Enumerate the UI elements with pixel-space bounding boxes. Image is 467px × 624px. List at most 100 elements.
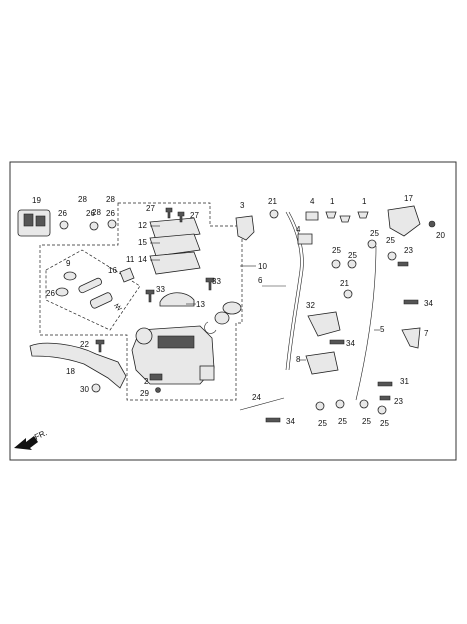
bolt-34-bottom bbox=[265, 417, 281, 423]
brake-lever-part bbox=[29, 342, 127, 389]
nut-30 bbox=[91, 383, 101, 393]
washer-25-c bbox=[367, 239, 377, 249]
bolt-23-lower bbox=[379, 395, 391, 401]
screw-28-left bbox=[59, 220, 69, 230]
front-direction-arrow bbox=[14, 436, 38, 450]
bolt-33-upper bbox=[205, 277, 215, 291]
callout-21: 21 bbox=[340, 279, 349, 288]
part-1-mid bbox=[339, 215, 351, 223]
bracket-part-17 bbox=[387, 205, 421, 237]
callout-33: 33 bbox=[212, 277, 221, 286]
part-1-left bbox=[325, 211, 337, 219]
washer-25-h bbox=[377, 405, 387, 415]
callout-2: 2 bbox=[144, 377, 149, 386]
callout-28: 28 bbox=[106, 195, 115, 204]
switch-housing-part bbox=[17, 209, 51, 237]
callout-14: 14 bbox=[138, 255, 147, 264]
washer-25-f bbox=[335, 399, 345, 409]
cable-6-outer bbox=[288, 211, 304, 371]
callout-25: 25 bbox=[338, 417, 347, 426]
callout-34: 34 bbox=[286, 417, 295, 426]
washer-25-g bbox=[359, 399, 369, 409]
callout-27: 27 bbox=[146, 204, 155, 213]
callout-15: 15 bbox=[138, 238, 147, 247]
part-21-upper bbox=[269, 209, 279, 219]
callout-4: 4 bbox=[296, 225, 301, 234]
callout-26: 26 bbox=[58, 209, 67, 218]
callout-1: 1 bbox=[362, 197, 367, 206]
callout-5: 5 bbox=[380, 325, 385, 334]
callout-25: 25 bbox=[332, 246, 341, 255]
callout-3: 3 bbox=[240, 201, 245, 210]
callout-6: 6 bbox=[258, 276, 263, 285]
pivot-bolt-22 bbox=[95, 339, 105, 353]
callout-28: 28 bbox=[78, 195, 87, 204]
callout-25: 25 bbox=[348, 251, 357, 260]
piston-kit-parts bbox=[55, 271, 123, 311]
callout-20: 20 bbox=[436, 231, 445, 240]
cable-6 bbox=[285, 211, 301, 371]
callout-34: 34 bbox=[424, 299, 433, 308]
cap-screw-27-right bbox=[177, 211, 185, 223]
callout-7: 7 bbox=[424, 329, 429, 338]
callout-9: 9 bbox=[66, 259, 71, 268]
callout-26: 26 bbox=[106, 209, 115, 218]
callout-10: 10 bbox=[258, 262, 267, 271]
callout-25: 25 bbox=[362, 417, 371, 426]
callout-4: 4 bbox=[310, 197, 315, 206]
boot-part-16 bbox=[119, 267, 135, 283]
cable-24 bbox=[239, 397, 285, 411]
callout-29: 29 bbox=[140, 389, 149, 398]
holder-clamp-part bbox=[159, 292, 195, 307]
screw-28-right bbox=[107, 219, 117, 229]
callout-25: 25 bbox=[386, 236, 395, 245]
screw-29 bbox=[155, 387, 161, 393]
part-8 bbox=[305, 351, 339, 375]
diaphragm-plate-part bbox=[149, 233, 201, 257]
callout-18: 18 bbox=[66, 367, 75, 376]
cable-5 bbox=[355, 245, 377, 401]
callout-19: 19 bbox=[32, 196, 41, 205]
part-1-right bbox=[357, 211, 369, 219]
part-21-lower bbox=[343, 289, 353, 299]
bolt-34-mid bbox=[329, 339, 345, 345]
callout-27: 27 bbox=[190, 211, 199, 220]
callout-25: 25 bbox=[370, 229, 379, 238]
washer-25-b bbox=[347, 259, 357, 269]
diaphragm-part bbox=[149, 251, 201, 275]
part-4-lower bbox=[297, 233, 313, 245]
part-20 bbox=[428, 220, 436, 228]
callout-1: 1 bbox=[330, 197, 335, 206]
callout-25: 25 bbox=[318, 419, 327, 428]
callout-11: 11 bbox=[126, 255, 135, 264]
bolt-23-upper bbox=[397, 261, 409, 267]
part-4-upper bbox=[305, 211, 319, 221]
callout-26: 26 bbox=[46, 289, 55, 298]
callout-30: 30 bbox=[80, 385, 89, 394]
bracket-part-32 bbox=[307, 311, 341, 337]
diagram-frame bbox=[9, 161, 457, 461]
callout-33: 33 bbox=[156, 285, 165, 294]
switch-part-2 bbox=[149, 373, 163, 381]
callout-22: 22 bbox=[80, 340, 89, 349]
callout-25: 25 bbox=[380, 419, 389, 428]
washer-25-a bbox=[331, 259, 341, 269]
callout-16: 16 bbox=[108, 266, 117, 275]
callout-23: 23 bbox=[394, 397, 403, 406]
master-cylinder-group-outline bbox=[39, 202, 243, 401]
cap-screw-27-left bbox=[165, 207, 173, 219]
direction-label: FR. bbox=[33, 428, 48, 442]
callout-numbers: 19 28 28 28 26 26 26 27 27 12 15 14 11 1… bbox=[32, 194, 445, 428]
callout-26: 26 bbox=[86, 209, 95, 218]
callout-28: 28 bbox=[92, 208, 101, 217]
washer-25-e bbox=[315, 401, 325, 411]
master-cylinder-body bbox=[131, 325, 215, 385]
part-7 bbox=[401, 327, 421, 349]
bracket-part-3 bbox=[235, 215, 255, 241]
callout-8: 8 bbox=[296, 355, 301, 364]
callout-21: 21 bbox=[268, 197, 277, 206]
callout-31: 31 bbox=[400, 377, 409, 386]
callout-32: 32 bbox=[306, 301, 315, 310]
callout-24: 24 bbox=[252, 393, 261, 402]
